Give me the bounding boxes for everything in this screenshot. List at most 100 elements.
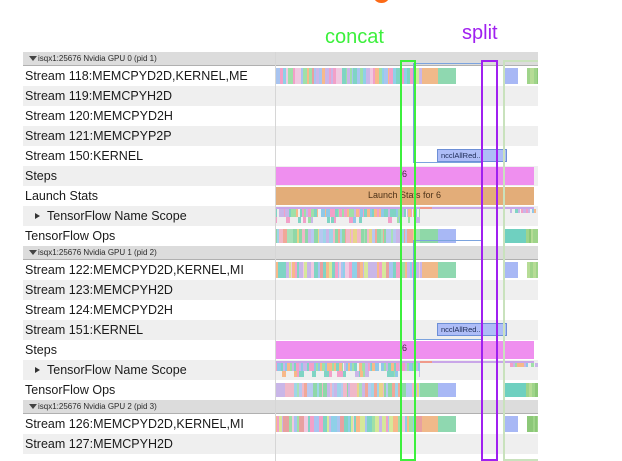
timeline-row[interactable]: Stream 123:MEMCPYH2D [23, 280, 538, 300]
trace-track[interactable]: ncclAllRed... [252, 320, 538, 340]
trace-slice [391, 229, 393, 243]
trace-slice [308, 217, 311, 223]
nccl-allreduce-block[interactable]: ncclAllRed... [437, 323, 507, 336]
trace-slice [275, 217, 278, 223]
trace-slice [367, 209, 371, 217]
trace-slice [304, 416, 308, 432]
trace-track[interactable] [252, 86, 538, 106]
trace-track[interactable] [252, 226, 538, 246]
track-left-pad [252, 340, 275, 360]
trace-slice [281, 383, 285, 397]
timeline-row[interactable]: Stream 126:MEMCPYD2D,KERNEL,MI [23, 414, 538, 434]
timeline-row[interactable]: Stream 121:MEMCPYP2P [23, 126, 538, 146]
trace-slice [372, 68, 376, 84]
trace-slice [321, 383, 323, 397]
timeline-row[interactable]: Stream 118:MEMCPYD2D,KERNEL,ME [23, 66, 538, 86]
trace-slice [302, 363, 306, 371]
trace-slice [526, 363, 529, 367]
group-header-0[interactable]: isqx1:25676 Nvidia GPU 0 (pid 1) [23, 52, 538, 66]
trace-slice [396, 217, 399, 223]
timeline-row[interactable]: TensorFlow Name Scope [23, 206, 538, 226]
trace-slice [328, 229, 333, 243]
timeline-row[interactable]: Stream 127:MEMCPYH2D [23, 434, 538, 454]
step-bar[interactable]: 6 [275, 341, 534, 359]
trace-slice [309, 209, 312, 217]
trace-track[interactable] [252, 380, 538, 400]
trace-track[interactable] [252, 434, 538, 454]
trace-slice [406, 68, 411, 84]
trace-slice [408, 363, 412, 371]
trace-track[interactable]: 6 [252, 340, 538, 360]
trace-track[interactable] [252, 126, 538, 146]
chevron-down-icon[interactable] [29, 56, 37, 61]
trace-slice [284, 363, 287, 371]
timeline-row[interactable]: Stream 124:MEMCPYD2H [23, 300, 538, 320]
trace-slice [325, 68, 329, 84]
trace-viewer-panel[interactable]: isqx1:25676 Nvidia GPU 0 (pid 1)Stream 1… [23, 52, 538, 461]
trace-slice [386, 383, 389, 397]
trace-slice [418, 262, 420, 278]
trace-track[interactable] [252, 206, 538, 226]
trace-slice [393, 363, 397, 371]
trace-track[interactable]: Launch Stats for 6 [252, 186, 538, 206]
trace-slice [364, 262, 368, 278]
group-header-1[interactable]: isqx1:25676 Nvidia GPU 1 (pid 2) [23, 246, 538, 260]
trace-slice [420, 361, 432, 363]
trace-slice [327, 209, 330, 217]
trace-track[interactable] [252, 260, 538, 280]
trace-slice [278, 262, 283, 278]
trace-track[interactable] [252, 300, 538, 320]
step-bar[interactable]: 6 [275, 167, 534, 185]
chevron-down-icon[interactable] [29, 404, 37, 409]
chevron-right-icon[interactable] [35, 213, 40, 219]
timeline-row[interactable]: TensorFlow Name Scope [23, 360, 538, 380]
timeline-row[interactable]: Stream 119:MEMCPYH2D [23, 86, 538, 106]
trace-slice [516, 363, 519, 367]
trace-slice [353, 416, 355, 432]
trace-track[interactable]: ncclAllRed... [252, 146, 538, 166]
trace-slice [510, 363, 513, 367]
trace-slice [344, 229, 347, 243]
nccl-allreduce-block[interactable]: ncclAllRed... [437, 149, 507, 162]
timeline-row[interactable]: TensorFlow Ops [23, 226, 538, 246]
trace-slice [275, 383, 278, 397]
trace-slice [298, 383, 302, 397]
trace-track[interactable]: 6 [252, 166, 538, 186]
trace-slice [393, 371, 396, 377]
trace-slice [438, 416, 456, 432]
trace-slice [339, 229, 342, 243]
trace-slice [413, 209, 417, 217]
chevron-right-icon[interactable] [35, 367, 40, 373]
trace-track[interactable] [252, 66, 538, 86]
trace-slice [284, 383, 289, 397]
trace-slice [531, 383, 535, 397]
trace-slice [417, 262, 419, 278]
trace-slice [369, 229, 373, 243]
trace-slice [396, 262, 400, 278]
timeline-row[interactable]: TensorFlow Ops [23, 380, 538, 400]
timeline-row[interactable]: Stream 122:MEMCPYD2D,KERNEL,MI [23, 260, 538, 280]
timeline-row[interactable]: Stream 120:MEMCPYD2H [23, 106, 538, 126]
group-header-label: isqx1:25676 Nvidia GPU 1 (pid 2) [38, 248, 157, 257]
trace-track[interactable] [252, 106, 538, 126]
trace-track[interactable] [252, 360, 538, 380]
trace-track[interactable] [252, 414, 538, 434]
launch-stats-bar[interactable]: Launch Stats for 6 [275, 187, 534, 205]
trace-slice [535, 229, 538, 243]
trace-slice [529, 383, 532, 397]
trace-slice [408, 416, 412, 432]
trace-slice [393, 68, 396, 84]
trace-slice [312, 383, 317, 397]
group-header-2[interactable]: isqx1:25676 Nvidia GPU 2 (pid 3) [23, 400, 538, 414]
chevron-down-icon[interactable] [29, 250, 37, 255]
trace-track[interactable] [252, 280, 538, 300]
trace-slice [422, 262, 438, 278]
trace-slice [331, 363, 335, 371]
trace-slice [394, 383, 398, 397]
trace-slice [387, 416, 390, 432]
